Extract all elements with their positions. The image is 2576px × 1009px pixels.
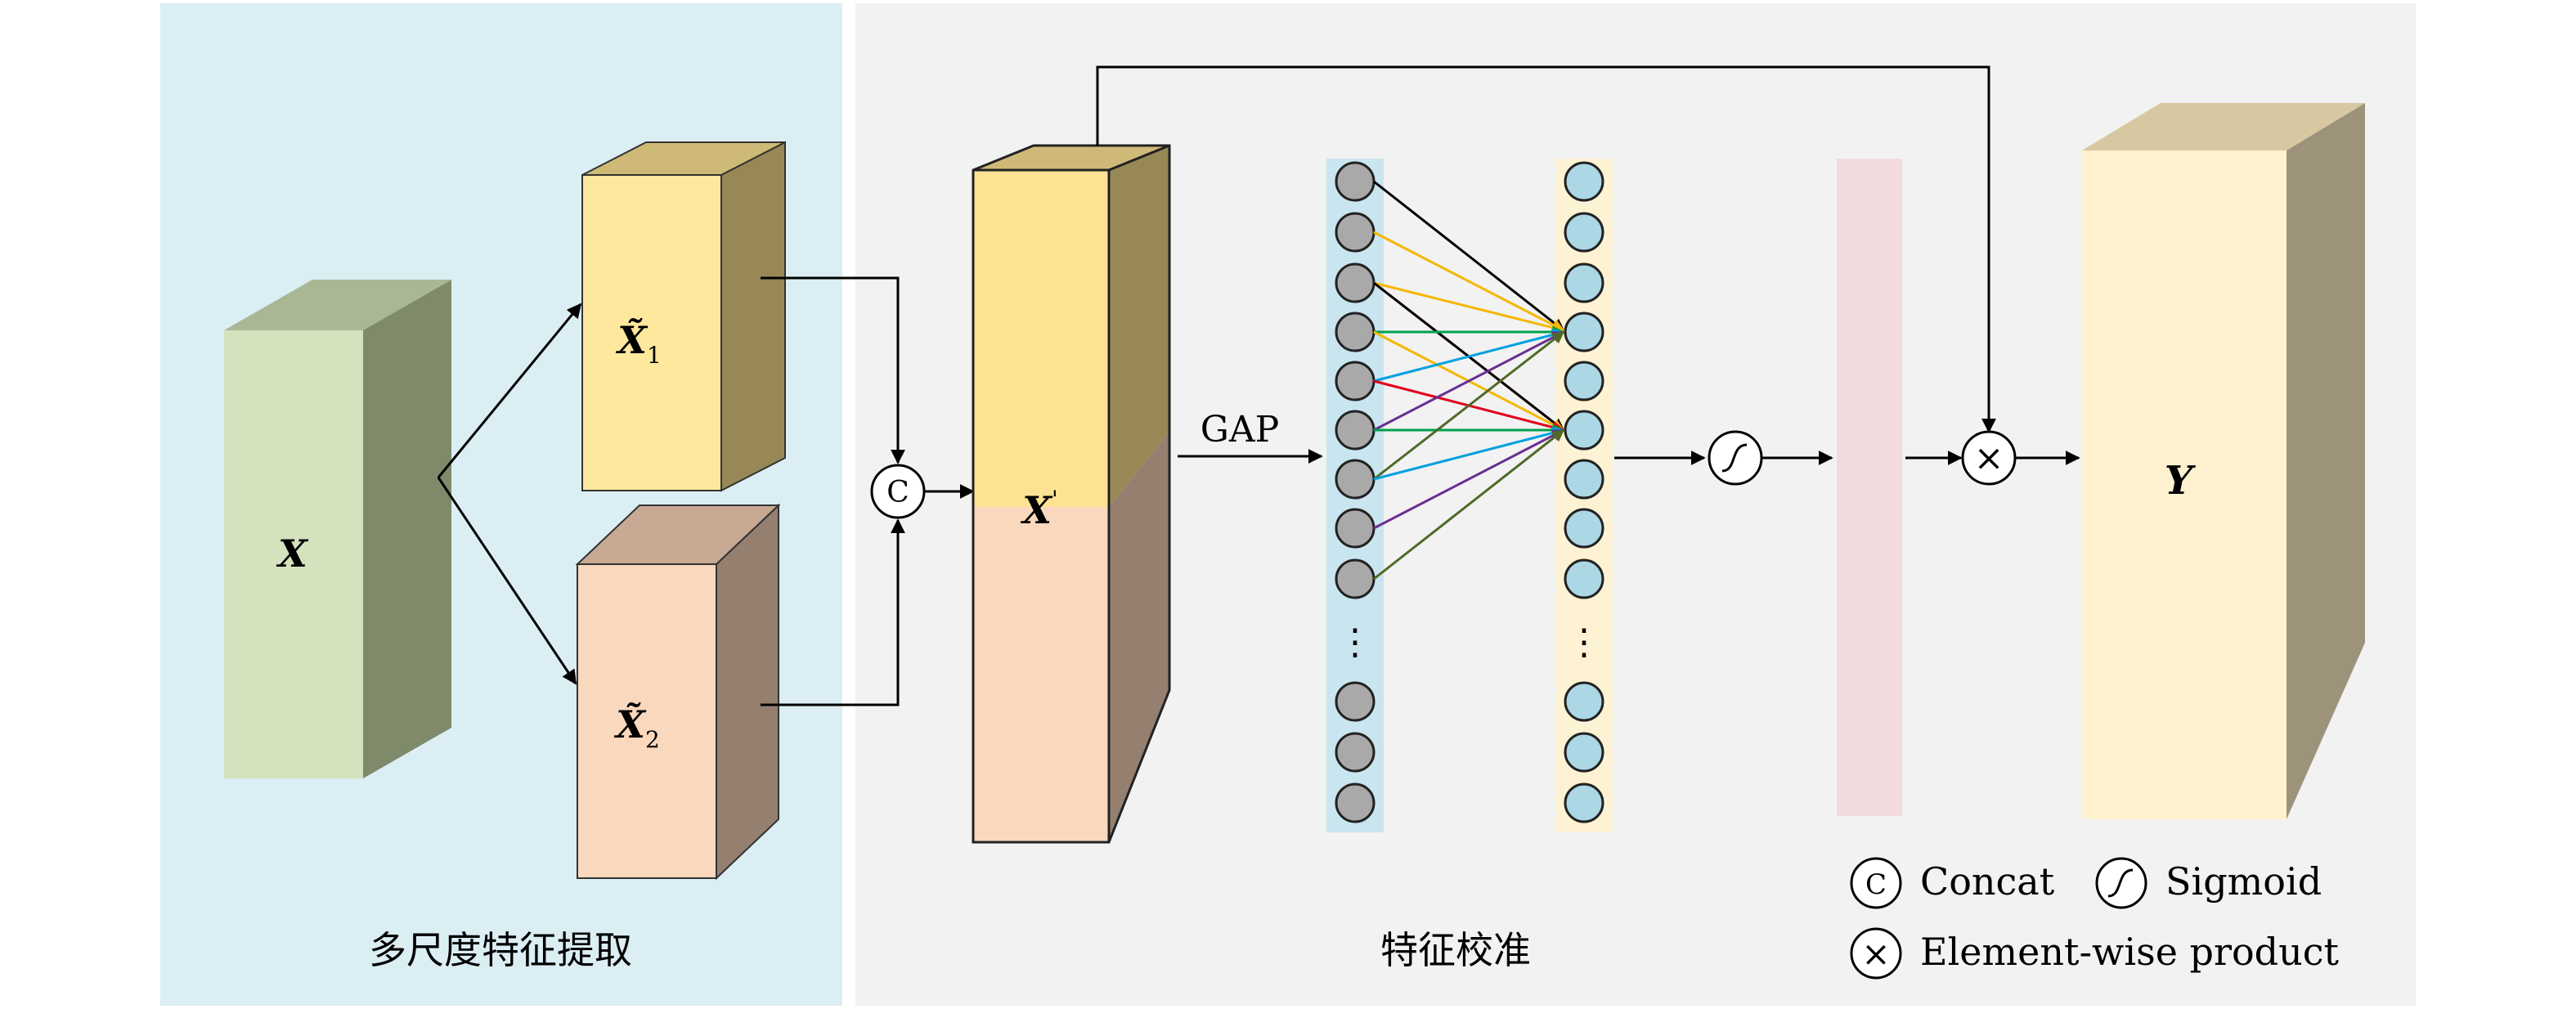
- node-out-7: [1564, 459, 1604, 500]
- block-x-label: X: [276, 531, 309, 576]
- right-ellipsis: ⋮: [1566, 621, 1602, 663]
- node-in-2: [1335, 212, 1376, 253]
- svg-text:C: C: [886, 476, 909, 509]
- sigmoid-icon: [1721, 443, 1748, 473]
- left-nodes: [1335, 161, 1376, 823]
- svg-text:×: ×: [1974, 437, 2004, 479]
- split-arrow-bottom: [437, 477, 577, 685]
- fc-edge: [1373, 180, 1565, 332]
- fc-connections: [1373, 180, 1565, 581]
- node-out-11: [1564, 732, 1604, 773]
- weight-vector: [1837, 159, 1902, 816]
- node-out-5: [1564, 361, 1604, 401]
- svg-text:C: C: [1865, 868, 1887, 901]
- node-out-1: [1564, 161, 1604, 202]
- right-nodes: [1564, 161, 1604, 823]
- fc-edge: [1373, 330, 1565, 432]
- node-out-9: [1564, 558, 1604, 599]
- fc-edge: [1373, 329, 1565, 383]
- fc-edge: [1373, 427, 1565, 481]
- block-xprime-label: X': [1020, 486, 1057, 532]
- node-in-5: [1335, 361, 1376, 401]
- node-in-8: [1335, 508, 1376, 549]
- block-xprime: X': [972, 144, 1171, 844]
- legend-concat-icon: [1850, 857, 1902, 909]
- node-in-4: [1335, 312, 1376, 352]
- fc-edge: [1373, 330, 1565, 481]
- left-section-title: 多尺度特征提取: [369, 928, 632, 972]
- fc-edge: [1373, 281, 1565, 334]
- split-arrow-top: [437, 303, 582, 478]
- concat-operator: C: [870, 464, 926, 519]
- node-out-6: [1564, 410, 1604, 451]
- node-in-9: [1335, 558, 1376, 599]
- node-out-2: [1564, 212, 1604, 253]
- node-in-3: [1335, 262, 1376, 303]
- fc-edge: [1373, 428, 1565, 581]
- node-out-3: [1564, 262, 1604, 303]
- block-x2-label: X̃2: [613, 702, 660, 753]
- node-in-6: [1335, 410, 1376, 451]
- node-out-10: [1564, 681, 1604, 722]
- legend-product-icon: [1850, 927, 1902, 980]
- fc-edge: [1373, 231, 1565, 332]
- gap-label: GAP: [1200, 409, 1280, 451]
- block-y-label: Y: [2165, 458, 2197, 504]
- left-ellipsis: ⋮: [1337, 621, 1373, 663]
- node-in-7: [1335, 459, 1376, 500]
- legend-product-label: Element-wise product: [1920, 930, 2340, 974]
- node-in-12: [1335, 783, 1376, 823]
- legend-sigmoid-icon: [2095, 857, 2147, 909]
- node-in-10: [1335, 681, 1376, 722]
- x1-to-concat: [761, 276, 905, 464]
- node-in-1: [1335, 161, 1376, 202]
- block-x2: X̃2: [575, 503, 781, 881]
- sigmoid-operator: [1708, 430, 1763, 486]
- legend: C Concat Sigmoid × Element-wise product: [1850, 857, 2340, 980]
- node-in-11: [1335, 732, 1376, 773]
- block-y: Y: [2082, 103, 2365, 819]
- block-x1: X̃1: [581, 141, 786, 492]
- fc-edge: [1373, 428, 1565, 530]
- block-x: X: [224, 280, 451, 778]
- node-out-4: [1564, 312, 1604, 352]
- right-section-title: 特征校准: [1380, 928, 1531, 972]
- node-out-8: [1564, 508, 1604, 549]
- legend-concat-label: Concat: [1920, 859, 2055, 904]
- skip-connection: [1096, 65, 1996, 433]
- node-out-12: [1564, 783, 1604, 823]
- x2-to-concat: [761, 518, 905, 706]
- svg-text:×: ×: [1861, 934, 1890, 974]
- block-x1-label: X̃1: [615, 318, 662, 369]
- product-operator: ×: [1961, 430, 2017, 486]
- legend-sigmoid-label: Sigmoid: [2165, 859, 2322, 904]
